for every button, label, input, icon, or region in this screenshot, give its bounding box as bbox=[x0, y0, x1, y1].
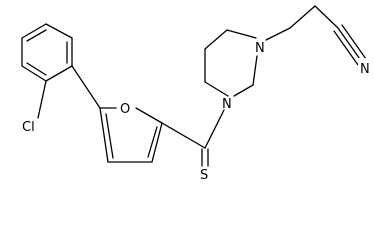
bond bbox=[204, 81, 229, 97]
bond bbox=[226, 29, 257, 39]
structure-diagram: Cl O S N N N bbox=[21, 5, 374, 183]
aryl-furan-bond bbox=[71, 65, 101, 109]
bond bbox=[99, 107, 109, 163]
molecule-svg: Cl O S N N N bbox=[21, 5, 374, 183]
bond bbox=[204, 29, 228, 50]
bond bbox=[233, 84, 254, 97]
furan-oxygen-label: O bbox=[120, 102, 130, 117]
bond bbox=[135, 107, 163, 124]
bond bbox=[45, 65, 73, 82]
nitrile-nitrogen-label: N bbox=[360, 62, 370, 77]
label-mask bbox=[358, 58, 374, 76]
thione-sulfur-label: S bbox=[200, 168, 208, 183]
piperazine-ring bbox=[204, 29, 258, 97]
double-bond bbox=[105, 113, 114, 159]
thioamide-n-bond bbox=[204, 109, 225, 149]
nitrile-triple-bond bbox=[337, 27, 363, 63]
piperazine-n-top-label: N bbox=[255, 41, 265, 56]
chain-bond bbox=[265, 27, 291, 41]
c-cl-bond bbox=[37, 80, 47, 119]
bond bbox=[21, 23, 47, 39]
double-bond bbox=[147, 126, 158, 158]
bond bbox=[21, 65, 47, 82]
chlorophenyl-ring bbox=[21, 23, 73, 82]
chlorine-label: Cl bbox=[22, 120, 35, 135]
furan-ring bbox=[99, 107, 163, 163]
chain-bond bbox=[289, 5, 316, 29]
chain-bond bbox=[314, 5, 339, 29]
double-bond bbox=[26, 62, 47, 76]
nitrile-triple-bond bbox=[333, 30, 359, 66]
piperazine-n-bottom-label: N bbox=[222, 97, 232, 112]
double-bond bbox=[26, 29, 47, 42]
bond bbox=[45, 23, 73, 39]
furan-thioamide-bond bbox=[161, 122, 206, 149]
bond bbox=[151, 122, 163, 163]
bond bbox=[252, 55, 258, 86]
nitrile-triple-bond bbox=[341, 24, 367, 60]
